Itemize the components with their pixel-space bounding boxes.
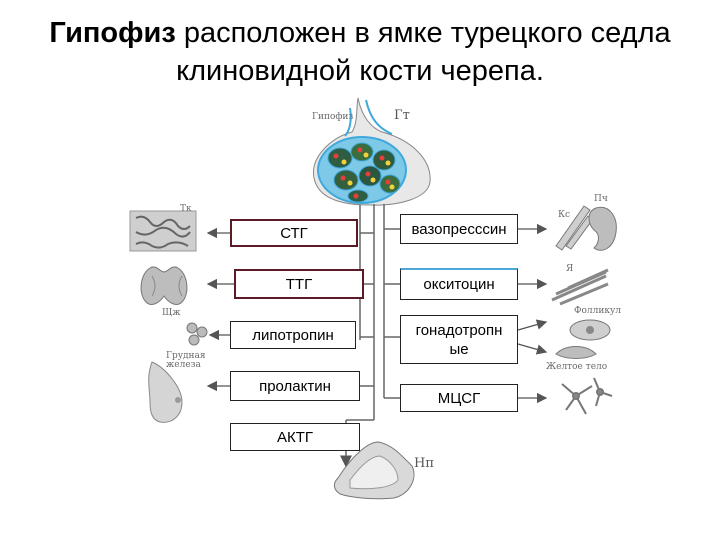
target-fat-cells [186,322,208,346]
label-hypophysis: Гипофиз [312,112,354,122]
gonadotropin-line-1: гонадотропн [415,321,503,339]
label-shch: Щж [162,308,181,318]
title-bold: Гипофиз [49,17,176,49]
label-follikul: Фолликул [574,306,621,316]
hormone-box-oxytocin: окситоцин [400,268,518,300]
label-zheltoe: Желтое тело [546,362,608,372]
target-muscle-ya [551,268,609,306]
neurohypophysis-np [333,441,415,500]
target-thyroid-shch [140,266,188,305]
hormone-box-vasopressin: вазопресссин [400,214,518,244]
label-ya: Я [566,264,574,274]
label-ks: Кс [558,210,571,220]
gonadotropin-line-2: ые [449,340,469,358]
target-corpus-luteum [555,346,597,359]
hormone-box-mtssg: МЦСГ [400,384,518,412]
page-title: Гипофиз расположен в ямке турецкого седл… [0,14,720,90]
target-follicle [569,319,611,341]
label-np: Нп [414,456,435,471]
hormone-box-ttg: ТТГ [234,269,364,299]
label-grudnaya-2: железа [166,360,201,370]
label-gt: Гт [394,108,410,123]
right-arrows [517,223,548,404]
hormone-box-aktg: АКТГ [230,423,360,451]
target-melanocytes [561,377,613,415]
target-tissue-tk [129,210,197,252]
hypophysis-gland [313,97,431,206]
target-kidney-pch [588,206,617,251]
hormone-box-lipotropin: липотропин [230,321,356,349]
left-arrows [206,227,234,392]
label-grudnaya-1: Грудная [166,351,206,361]
hormone-box-stg: СТГ [230,219,358,247]
connector-lines [340,204,400,468]
target-breast [148,361,183,423]
title-rest: расположен в ямке турецкого седла клинов… [175,17,671,87]
label-tk: Тк [180,204,192,214]
label-pch: Пч [594,194,608,204]
hormone-box-prolactin: пролактин [230,371,360,401]
cell-clusters [327,142,401,203]
hormone-box-gonadotropin: гонадотропн ые [400,315,518,364]
target-vessel-ks [555,205,594,251]
